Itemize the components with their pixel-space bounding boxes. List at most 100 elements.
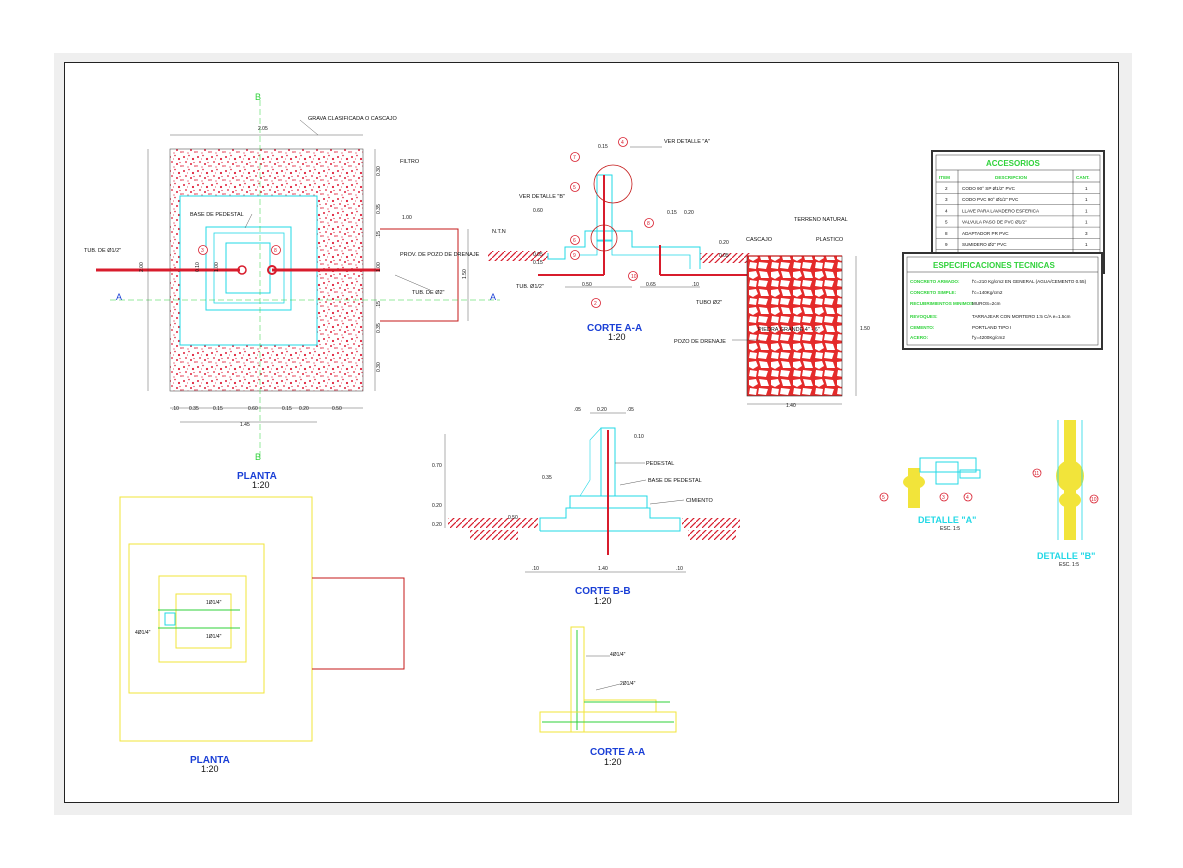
pipe-in-label-aa: TUB. Ø1/2" bbox=[516, 284, 544, 290]
acc-desc-cell: LLAVE PARA LAVADERO ESFERICA bbox=[962, 208, 1040, 213]
acc-desc-cell: VALVULA PASO DE PVC Ø1/2" bbox=[962, 220, 1027, 225]
dim-bottom-5: 0.15 bbox=[282, 406, 292, 412]
footing-label: CIMIENTO bbox=[686, 498, 714, 504]
section-bb-title: CORTE B-B bbox=[575, 586, 631, 597]
ground-right bbox=[700, 253, 750, 263]
dim-bb-bottom-2: 1.40 bbox=[598, 566, 608, 572]
section-aa-marker-circle bbox=[570, 250, 580, 260]
acc-qty-cell: 3 bbox=[1085, 231, 1088, 236]
acc-item-cell: 5 bbox=[945, 220, 948, 225]
detail-b-ref: VER DETALLE "B" bbox=[519, 194, 565, 200]
dim-bb-top-3: .05 bbox=[627, 407, 634, 413]
dim-top: 2.05 bbox=[258, 126, 268, 132]
rebar-label-2: 1Ø1/4" bbox=[206, 634, 222, 640]
dim-right-h: 1.00 bbox=[376, 262, 382, 272]
spec-value-cell: PORTLAND TIPO I bbox=[972, 325, 1011, 330]
section-aa-scale: 1:20 bbox=[608, 332, 626, 342]
accesorios-title: ACCESORIOS bbox=[986, 159, 1040, 168]
dim-well-height: 1.50 bbox=[860, 326, 870, 332]
detail-a-marker: 3 bbox=[942, 495, 945, 501]
section-aa-bottom-title: CORTE A-A bbox=[590, 747, 645, 758]
filter-section bbox=[547, 230, 701, 269]
detail-a-drawing bbox=[903, 457, 981, 508]
dim-aa-11: .10 bbox=[692, 282, 699, 288]
plan-bottom bbox=[119, 496, 405, 742]
dim-bottom-4: 0.60 bbox=[248, 406, 258, 412]
spec-key-cell: CONCRETO ARMADO: bbox=[910, 279, 960, 284]
dim-bottom-2: 0.35 bbox=[189, 406, 199, 412]
drain-symbol bbox=[267, 265, 277, 275]
plan-top bbox=[96, 100, 500, 460]
section-aa-marker: 2 bbox=[594, 301, 597, 307]
spec-key-cell: RECUBRIMIENTOS MINIMOS: bbox=[910, 301, 975, 306]
dim-right-f: 0.35 bbox=[376, 323, 382, 333]
dim-bb-top-2: 0.20 bbox=[597, 407, 607, 413]
spec-key-cell: CONCRETO SIMPLE: bbox=[910, 290, 957, 295]
acc-qty-cell: 1 bbox=[1085, 186, 1088, 191]
especificaciones-title: ESPECIFICACIONES TECNICAS bbox=[933, 261, 1055, 270]
outer-slab bbox=[119, 496, 313, 742]
pedestal-inner-plan bbox=[213, 232, 285, 304]
detail-b-circle bbox=[590, 224, 618, 252]
plastic-label: PLASTICO bbox=[816, 237, 844, 243]
stone-label: PIEDRA GRANDE 4" - 6" bbox=[758, 327, 820, 333]
natural-ground-label: TERRENO NATURAL bbox=[794, 217, 848, 223]
rebar-label-1: 1Ø1/4" bbox=[206, 600, 222, 606]
acc-desc-cell: SUMIDERO Ø2" PVC bbox=[962, 242, 1007, 247]
section-aa-bottom-scale: 1:20 bbox=[604, 757, 622, 767]
section-bb-scale: 1:20 bbox=[594, 596, 612, 606]
section-aa bbox=[488, 146, 857, 405]
section-aa-marker: 9 bbox=[573, 253, 576, 259]
dim-aa-8: 0.05 bbox=[719, 253, 729, 259]
ntn-label: N.T.N bbox=[492, 229, 506, 235]
section-aa-marker-circle bbox=[628, 271, 638, 281]
section-aa-marker: 8 bbox=[647, 221, 650, 227]
dim-aa-9: 0.50 bbox=[582, 282, 592, 288]
dim-bottom-6: 0.20 bbox=[299, 406, 309, 412]
drain-well-label-aa: POZO DE DRENAJE bbox=[674, 339, 726, 345]
detail-b-marker-circle bbox=[1032, 468, 1042, 478]
ground-bb-left bbox=[448, 518, 538, 528]
detail-a-marker-circle bbox=[963, 492, 973, 502]
rebar-label-3: 4Ø1/4" bbox=[135, 630, 151, 636]
detail-a-ref: VER DETALLE "A" bbox=[664, 139, 710, 145]
filter-label: FILTRO bbox=[400, 159, 420, 165]
section-aa-bottom bbox=[539, 626, 677, 733]
detail-b-drawing bbox=[1056, 420, 1084, 540]
dim-right-i: .15 bbox=[376, 301, 382, 308]
section-aa-marker-circle bbox=[570, 182, 580, 192]
dim-inner-a: 0.10 bbox=[195, 262, 201, 272]
plan-bottom-scale: 1:20 bbox=[201, 764, 219, 774]
acc-desc-cell: CODO 90° SP Ø1/2" PVC bbox=[962, 186, 1016, 191]
section-aa-marker-circle bbox=[570, 235, 580, 245]
detail-b-marker-circle bbox=[1089, 494, 1099, 504]
drain-well-outline bbox=[380, 228, 459, 322]
section-aa-marker: 6 bbox=[573, 238, 576, 244]
section-a-marker-right: A bbox=[490, 292, 496, 302]
dim-bb-bottom-3: .10 bbox=[676, 566, 683, 572]
pedestal-label: PEDESTAL bbox=[646, 461, 674, 467]
dim-bb-h1: 0.70 bbox=[432, 463, 442, 469]
detail-a-scale: ESC. 1:5 bbox=[940, 526, 960, 532]
pipe-in-label: TUB. DE Ø1/2" bbox=[84, 248, 121, 254]
spec-value-cell: f'c=210 Kg/cm2 EN GENERAL (AGUA/CEMENTO … bbox=[972, 279, 1087, 284]
dim-left: 2.00 bbox=[139, 262, 145, 272]
dim-aa-7: 0.20 bbox=[719, 240, 729, 246]
dim-right-d: .15 bbox=[376, 231, 382, 238]
dim-bb-h3: 0.20 bbox=[432, 522, 442, 528]
acc-header-cant: CANT. bbox=[1076, 175, 1090, 180]
dim-aa-2: 0.60 bbox=[533, 208, 543, 214]
dim-bottom-total: 1.45 bbox=[240, 422, 250, 428]
section-aa-marker: 7 bbox=[573, 155, 576, 161]
dim-well-width: 1.40 bbox=[786, 403, 796, 409]
gravel-label-aa: CASCAJO bbox=[746, 237, 773, 243]
acc-qty-cell: 1 bbox=[1085, 220, 1088, 225]
drain-outline-bottom bbox=[312, 577, 405, 670]
acc-qty-cell: 1 bbox=[1085, 242, 1088, 247]
footing-bb bbox=[539, 507, 681, 532]
pedestal-base-label: BASE DE PEDESTAL bbox=[190, 212, 244, 218]
detail-a-title: DETALLE "A" bbox=[918, 515, 976, 525]
acc-item-cell: 8 bbox=[945, 231, 948, 236]
dim-right-b: 0.35 bbox=[376, 204, 382, 214]
